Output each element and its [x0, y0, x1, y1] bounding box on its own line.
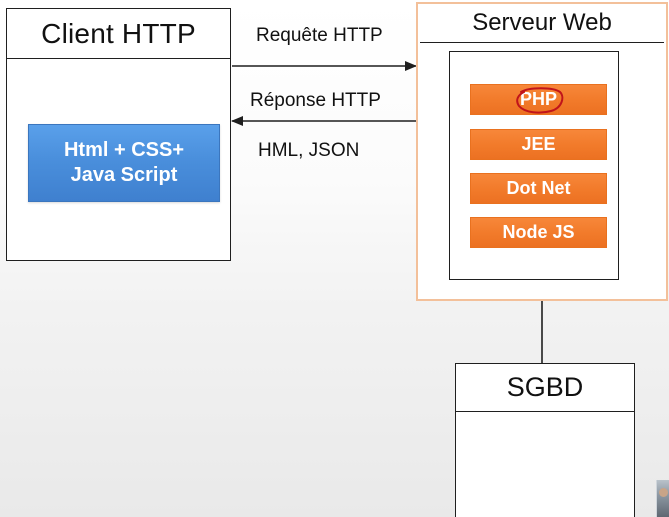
- client-technologies-box: Html + CSS+ Java Script: [28, 124, 220, 202]
- web-server-title: Serveur Web: [420, 4, 664, 43]
- client-http-box: Client HTTP Html + CSS+ Java Script: [6, 8, 231, 261]
- response-label: Réponse HTTP: [250, 90, 381, 111]
- client-http-title: Client HTTP: [7, 9, 230, 59]
- format-label: HML, JSON: [258, 140, 360, 161]
- tech-node-js: Node JS: [470, 217, 607, 248]
- client-tech-line-1: Html + CSS+: [63, 139, 185, 161]
- web-server-box: Serveur Web PHP JEE Dot Net Node JS: [416, 2, 668, 301]
- database-title: SGBD: [456, 364, 634, 412]
- tech-php-label: PHP: [519, 89, 557, 109]
- database-box: SGBD: [455, 363, 635, 517]
- presenter-avatar: [656, 480, 669, 517]
- tech-php: PHP: [470, 84, 607, 115]
- tech-jee: JEE: [470, 129, 607, 160]
- server-technologies-panel: PHP JEE Dot Net Node JS: [449, 51, 619, 280]
- request-label: Requête HTTP: [256, 25, 383, 46]
- tech-dot-net: Dot Net: [470, 173, 607, 204]
- client-tech-line-2: Java Script: [70, 164, 178, 186]
